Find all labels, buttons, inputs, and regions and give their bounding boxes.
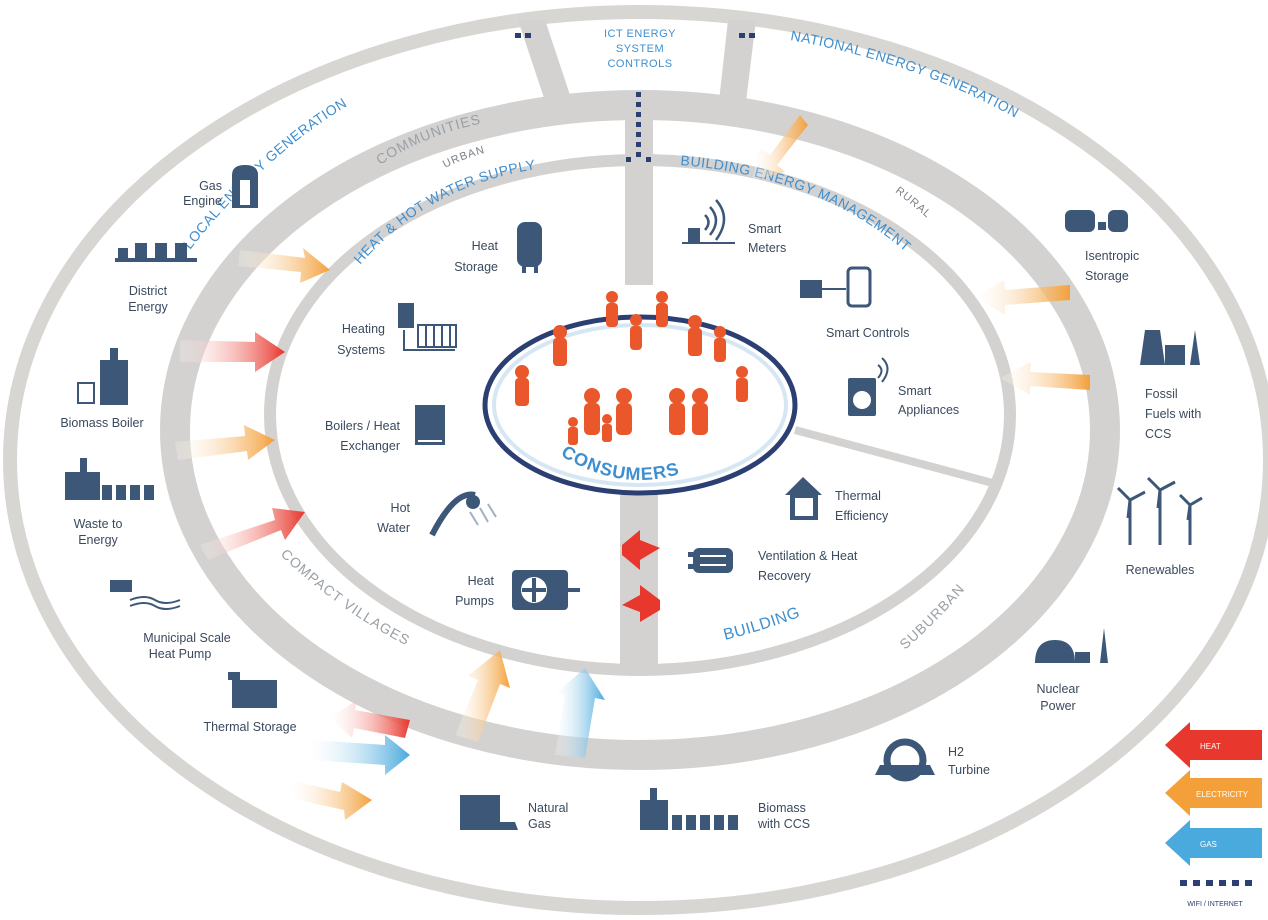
ict-connector-left [518, 20, 575, 110]
fossil-ccs-icon [1140, 330, 1200, 365]
flow-arrows [175, 115, 1090, 820]
ventilation-icon [688, 548, 733, 573]
waste-to-energy-icon [65, 458, 154, 500]
inner-divider-right [793, 426, 1002, 489]
heat-exchange-arrow [622, 585, 660, 622]
legend-gas-arrow [1165, 820, 1262, 866]
district-energy-icon [115, 243, 197, 262]
gas-arrow [555, 668, 605, 758]
ict-connector-right [718, 20, 756, 110]
heating-systems-icon [398, 303, 457, 351]
municipal-heat-pump-icon [110, 580, 181, 610]
nuclear-power-icon [1035, 628, 1108, 663]
ict-title-line3: CONTROLS [607, 58, 672, 70]
smart-appliance-icon [848, 357, 889, 416]
ict-title-line2: SYSTEM [616, 43, 664, 55]
shower-icon [429, 491, 497, 537]
legend-heat-arrow [1165, 722, 1262, 768]
electricity-arrow [238, 248, 330, 283]
smart-controls-label: Smart Controls [826, 326, 909, 340]
thermal-storage-icon [228, 672, 277, 708]
legend: HEAT ELECTRICITY GAS WIFI / INTERNET [1165, 722, 1262, 908]
ict-data-dots [515, 33, 755, 162]
smart-meter-icon [682, 199, 735, 244]
electricity-arrow [1000, 362, 1090, 395]
legend-wifi-label: WIFI / INTERNET [1187, 901, 1243, 908]
heat-exchange-arrow [622, 530, 660, 570]
biomass-ccs-icon [640, 788, 738, 830]
thermal-efficiency-icon [785, 477, 822, 520]
heat-pump-icon [512, 570, 580, 610]
legend-electricity-arrow [1165, 770, 1262, 816]
legend-heat-label: HEAT [1200, 742, 1221, 751]
legend-wifi-dots [1180, 880, 1252, 886]
thermal-storage-label: Thermal Storage [203, 720, 296, 734]
gas-arrow [310, 735, 410, 775]
heat-storage-icon [517, 222, 542, 273]
consumer-people-icon [515, 291, 748, 445]
legend-gas-label: GAS [1200, 840, 1217, 849]
legend-electricity-label: ELECTRICITY [1196, 790, 1249, 799]
electricity-arrow [975, 280, 1070, 315]
electricity-arrow [455, 650, 510, 742]
biomass-boiler-label: Biomass Boiler [60, 416, 143, 430]
natural-gas-icon [460, 795, 518, 830]
heat-arrow [180, 332, 285, 372]
heat-arrow [330, 700, 410, 738]
electricity-arrow [752, 115, 808, 180]
heat-arrow [200, 508, 305, 560]
gas-engine-icon [232, 165, 258, 208]
renewables-icon [1116, 476, 1203, 545]
renewables-label: Renewables [1126, 563, 1195, 577]
boiler-icon [415, 405, 445, 445]
biomass-boiler-icon [77, 348, 128, 405]
isentropic-storage-icon [1065, 210, 1128, 232]
electricity-arrow [175, 425, 275, 460]
ict-title-line1: ICT ENERGY [604, 28, 676, 40]
smart-controls-icon [800, 266, 872, 308]
h2-turbine-icon [875, 738, 935, 782]
inner-divider-bottom [620, 495, 658, 667]
electricity-arrow [290, 780, 372, 820]
